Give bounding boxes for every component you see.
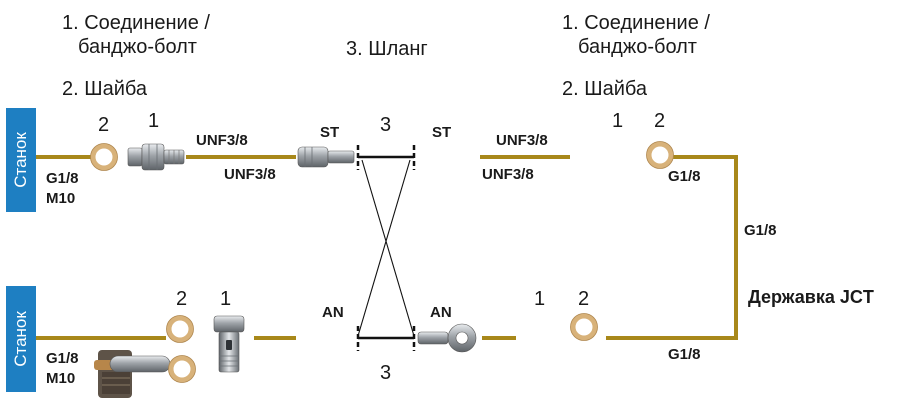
machine-fitting-icon bbox=[94, 350, 171, 398]
part-number-hose: 3 bbox=[380, 114, 392, 136]
part-number-washer: 2 bbox=[98, 114, 110, 136]
part-number-fitting: 1 bbox=[534, 288, 546, 310]
thread-label: M10 bbox=[46, 190, 76, 207]
washer-icon bbox=[166, 315, 194, 343]
legend-item-1-line-1: 1. Соединение / bbox=[62, 12, 210, 34]
legend-item-3: 3. Шланг bbox=[346, 38, 428, 60]
thread-label: M10 bbox=[46, 370, 76, 387]
legend-item-1-line-2: банджо-болт bbox=[578, 36, 697, 58]
washer-icon bbox=[646, 141, 674, 169]
hose-end-label: ST bbox=[320, 124, 340, 141]
washer-icon bbox=[90, 143, 118, 171]
thread-label: UNF3/8 bbox=[196, 132, 248, 149]
thread-label: UNF3/8 bbox=[224, 166, 276, 183]
washer-icon bbox=[570, 313, 598, 341]
legend-item-2: 2. Шайба bbox=[562, 78, 647, 100]
part-number-washer: 2 bbox=[578, 288, 590, 310]
part-number-washer: 2 bbox=[176, 288, 188, 310]
legend-item-2: 2. Шайба bbox=[62, 78, 147, 100]
machine-label-top: Станок bbox=[6, 108, 36, 212]
legend-item-1-line-1: 1. Соединение / bbox=[562, 12, 710, 34]
thread-label: G1/8 bbox=[744, 222, 777, 239]
thread-label: G1/8 bbox=[668, 168, 701, 185]
thread-label: UNF3/8 bbox=[482, 166, 534, 183]
thread-label: G1/8 bbox=[46, 170, 79, 187]
part-number-fitting: 1 bbox=[612, 110, 624, 132]
hose-end-fitting-st-icon bbox=[297, 146, 355, 168]
holder-label: Державка JCT bbox=[748, 287, 874, 307]
part-number-hose: 3 bbox=[380, 362, 392, 384]
hose-crossover-icon bbox=[356, 145, 416, 351]
machine-label-text: Станок bbox=[11, 132, 31, 188]
thread-label: UNF3/8 bbox=[496, 132, 548, 149]
banjo-bolt-icon bbox=[213, 315, 245, 373]
washer-icon bbox=[168, 355, 196, 383]
hose-end-label: AN bbox=[430, 304, 452, 321]
machine-label-text: Станок bbox=[11, 311, 31, 367]
part-number-washer: 2 bbox=[654, 110, 666, 132]
hose-end-label: AN bbox=[322, 304, 344, 321]
fitting-icon bbox=[127, 143, 185, 171]
part-number-fitting: 1 bbox=[148, 110, 160, 132]
thread-label: G1/8 bbox=[668, 346, 701, 363]
machine-label-bottom: Станок bbox=[6, 286, 36, 392]
part-number-bolt: 1 bbox=[220, 288, 232, 310]
thread-label: G1/8 bbox=[46, 350, 79, 367]
banjo-end-fitting-icon bbox=[417, 323, 477, 353]
hose-end-label: ST bbox=[432, 124, 452, 141]
legend-item-1-line-2: банджо-болт bbox=[78, 36, 197, 58]
